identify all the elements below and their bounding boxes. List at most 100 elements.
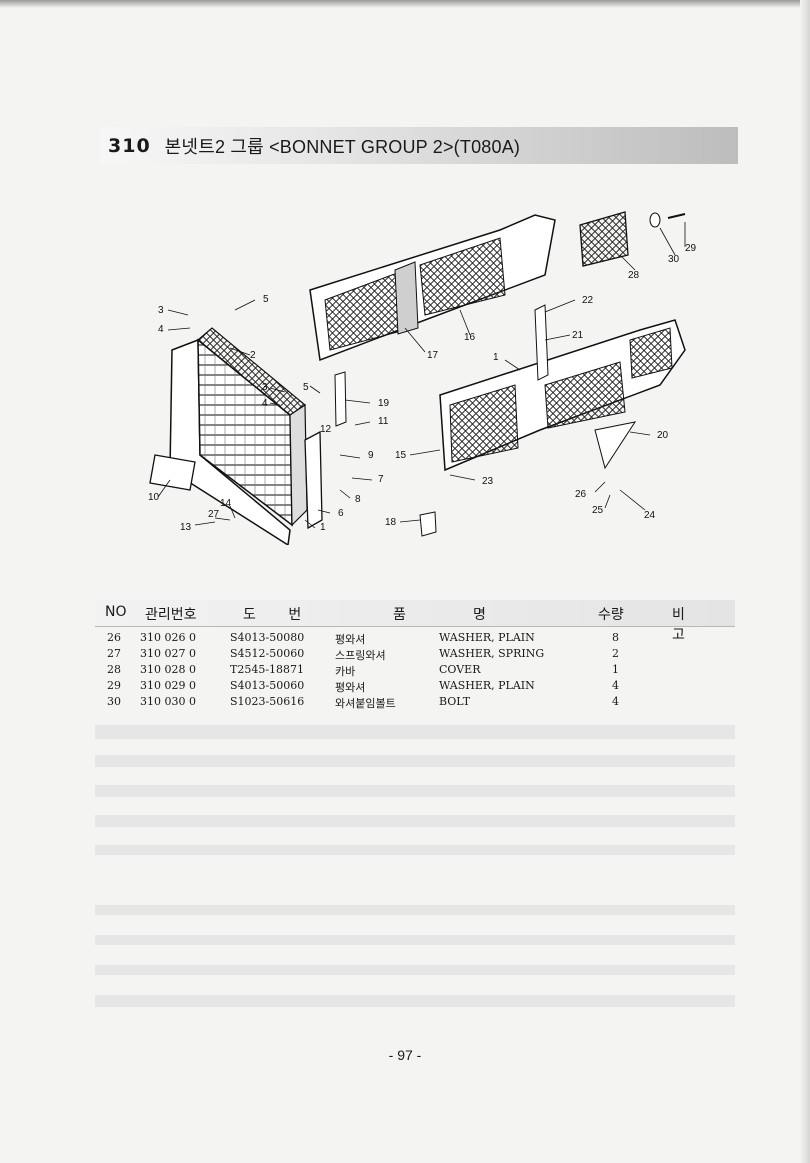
cell-code: 310 028 0 bbox=[140, 663, 196, 676]
col-name-b: 명 bbox=[473, 607, 486, 623]
bracket-19 bbox=[334, 371, 347, 427]
parts-table: NO 관리번호 도 번 품 명 수량 비 고 26 310 026 0 S4013-… bbox=[95, 600, 735, 710]
side-bracket bbox=[304, 430, 323, 530]
col-no: NO bbox=[105, 604, 127, 620]
scan-edge bbox=[0, 0, 810, 8]
cell-name-en: WASHER, PLAIN bbox=[439, 679, 535, 692]
callout-label: 21 bbox=[572, 330, 584, 341]
cell-name-en: WASHER, PLAIN bbox=[439, 631, 535, 644]
callout-label: 4 bbox=[158, 324, 164, 335]
callout-labels: 3542345191112978611014271317162221115231… bbox=[148, 243, 697, 533]
cell-part-no: T2545-18871 bbox=[230, 663, 305, 676]
callout-label: 25 bbox=[592, 505, 604, 516]
callout-label: 20 bbox=[657, 430, 669, 441]
callout-label: 9 bbox=[368, 450, 374, 461]
cover-plate bbox=[579, 211, 629, 267]
cell-code: 310 026 0 bbox=[140, 631, 196, 644]
cell-qty: 1 bbox=[612, 663, 619, 676]
callout-label: 13 bbox=[180, 522, 192, 533]
table-row: 26 310 026 0 S4013-50080 평와셔 WASHER, PLAIN 8 bbox=[95, 630, 735, 646]
table-row: 30 310 030 0 S1023-50616 와셔붙임볼트 BOLT 4 bbox=[95, 694, 735, 710]
callout-label: 22 bbox=[582, 295, 594, 306]
callout-label: 24 bbox=[644, 510, 656, 521]
callout-label: 19 bbox=[378, 398, 390, 409]
cell-qty: 2 bbox=[612, 647, 619, 660]
table-row: 27 310 027 0 S4512-50060 스프링와셔 WASHER, SPRIN… bbox=[95, 646, 735, 662]
bolt-part bbox=[667, 213, 686, 219]
cell-name-kr: 와셔붙임볼트 bbox=[335, 697, 396, 710]
cell-part-no: S4013-50060 bbox=[230, 679, 305, 692]
bracket-20 bbox=[594, 421, 637, 470]
cell-name-en: COVER bbox=[439, 663, 481, 676]
page-number: - 97 - bbox=[388, 1047, 422, 1063]
cell-part-no: S1023-50616 bbox=[230, 695, 305, 708]
cell-part-no: S4512-50060 bbox=[230, 647, 305, 660]
callout-label: 5 bbox=[263, 294, 269, 305]
col-code: 관리번호 bbox=[145, 607, 197, 623]
callout-label: 6 bbox=[338, 508, 344, 519]
washer-part bbox=[649, 212, 661, 228]
section-title: 본넷트2 그룹 <BONNET GROUP 2>(T080A) bbox=[164, 136, 521, 157]
callout-label: 3 bbox=[262, 382, 268, 393]
bracket-21 bbox=[534, 304, 549, 381]
cell-name-en: WASHER, SPRING bbox=[439, 647, 545, 660]
callout-label: 7 bbox=[378, 474, 384, 485]
table-row: 29 310 029 0 S4013-50060 평와셔 WASHER, PLAIN 4 bbox=[95, 678, 735, 694]
scan-bleed bbox=[95, 725, 735, 1007]
col-qty: 수량 bbox=[598, 607, 624, 623]
cell-name-kr: 카바 bbox=[335, 665, 356, 678]
cell-name-kr: 스프링와셔 bbox=[335, 649, 386, 662]
cell-qty: 8 bbox=[612, 631, 619, 644]
cell-name-kr: 평와셔 bbox=[335, 633, 366, 646]
cell-name-en: BOLT bbox=[439, 695, 471, 708]
cell-name-kr: 평와셔 bbox=[335, 681, 366, 694]
callout-label: 17 bbox=[427, 350, 439, 361]
cell-part-no: S4013-50080 bbox=[230, 631, 305, 644]
section-title-bar: 310 본넷트2 그룹 <BONNET GROUP 2>(T080A) bbox=[100, 127, 738, 164]
callout-label: 11 bbox=[378, 416, 389, 427]
callout-label: 10 bbox=[148, 492, 160, 503]
cell-no: 30 bbox=[107, 695, 121, 708]
table-header: NO 관리번호 도 번 품 명 수량 비 고 bbox=[95, 600, 735, 643]
side-panel-upper bbox=[309, 214, 556, 362]
cell-code: 310 029 0 bbox=[140, 679, 196, 692]
scan-shadow bbox=[800, 0, 810, 1163]
callout-label: 3 bbox=[158, 305, 164, 316]
callout-label: 2 bbox=[250, 350, 256, 361]
col-remark: 비 고 bbox=[672, 607, 697, 643]
callout-label: 5 bbox=[303, 382, 309, 393]
cell-qty: 4 bbox=[612, 695, 619, 708]
col-part-no: 도 번 bbox=[243, 607, 316, 623]
callout-label: 14 bbox=[220, 498, 232, 509]
callout-label: 4 bbox=[262, 398, 268, 409]
leader-lines bbox=[157, 222, 686, 529]
callout-label: 26 bbox=[575, 489, 587, 500]
callout-label: 15 bbox=[395, 450, 407, 461]
cell-code: 310 027 0 bbox=[140, 647, 196, 660]
bracket-18 bbox=[419, 511, 437, 537]
callout-label: 28 bbox=[628, 270, 640, 281]
callout-label: 8 bbox=[355, 494, 361, 505]
front-grille bbox=[149, 327, 308, 545]
callout-label: 12 bbox=[320, 424, 332, 435]
callout-label: 29 bbox=[685, 243, 697, 254]
callout-label: 30 bbox=[668, 254, 680, 265]
callout-label: 1 bbox=[320, 522, 326, 533]
cell-code: 310 030 0 bbox=[140, 695, 196, 708]
cell-no: 26 bbox=[107, 631, 121, 644]
cell-no: 28 bbox=[107, 663, 121, 676]
cell-no: 27 bbox=[107, 647, 121, 660]
callout-label: 27 bbox=[208, 509, 220, 520]
col-name-a: 품 bbox=[393, 607, 406, 623]
callout-label: 16 bbox=[464, 332, 476, 343]
side-panel-lower bbox=[439, 319, 686, 472]
callout-label: 23 bbox=[482, 476, 494, 487]
cell-no: 29 bbox=[107, 679, 121, 692]
emblem-plate bbox=[149, 454, 196, 491]
callout-label: 1 bbox=[493, 352, 499, 363]
cell-qty: 4 bbox=[612, 679, 619, 692]
exploded-parts-diagram: 3542345191112978611014271317162221115231… bbox=[148, 211, 697, 545]
callout-label: 18 bbox=[385, 517, 397, 528]
section-number: 310 bbox=[108, 134, 151, 157]
